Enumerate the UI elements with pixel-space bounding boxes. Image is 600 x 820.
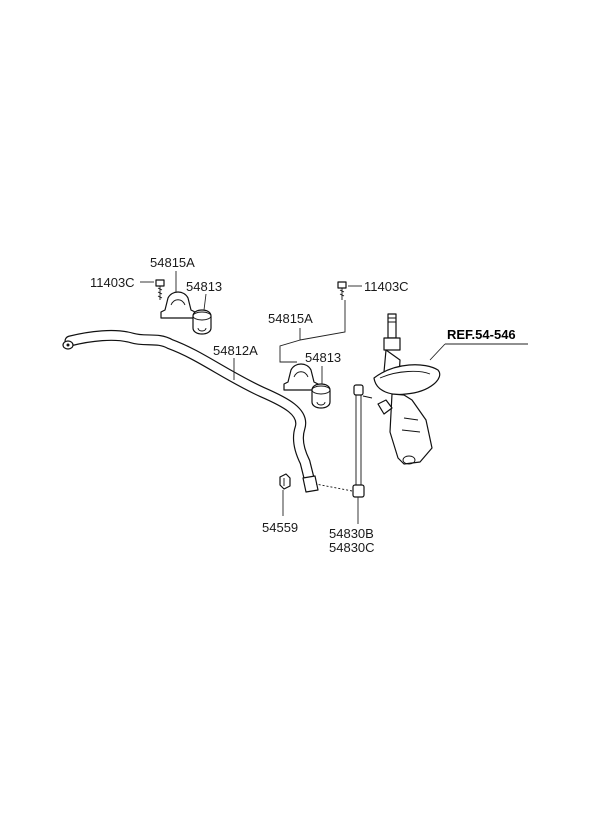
label-bolt-right: 11403C xyxy=(364,279,409,294)
bracket-left xyxy=(160,291,196,319)
label-stabilizer-bar: 54812A xyxy=(213,343,258,358)
label-nut: 54559 xyxy=(262,520,298,535)
stabilizer-link xyxy=(315,384,373,498)
bushing-left xyxy=(192,309,212,335)
label-link-c: 54830C xyxy=(329,540,375,555)
label-bushing-left: 54813 xyxy=(186,279,222,294)
stabilizer-bar xyxy=(62,329,319,493)
strut-assembly xyxy=(373,313,441,465)
bracket-right xyxy=(283,363,319,391)
bolt-left xyxy=(155,279,165,300)
label-bolt-left: 11403C xyxy=(90,275,135,290)
label-bracket-left: 54815A xyxy=(150,255,195,270)
label-reference: REF.54-546 xyxy=(447,327,516,342)
label-link-b: 54830B xyxy=(329,526,374,541)
stabilizer-bar-fill xyxy=(65,331,315,487)
leader-bushing-left xyxy=(203,293,207,311)
nut xyxy=(279,473,291,490)
bushing-right xyxy=(311,383,331,409)
label-bracket-right: 54815A xyxy=(268,311,313,326)
leader-reference xyxy=(429,343,528,361)
bolt-right xyxy=(337,281,347,300)
label-bushing-right: 54813 xyxy=(305,350,341,365)
leader-bracket-right xyxy=(279,300,346,363)
